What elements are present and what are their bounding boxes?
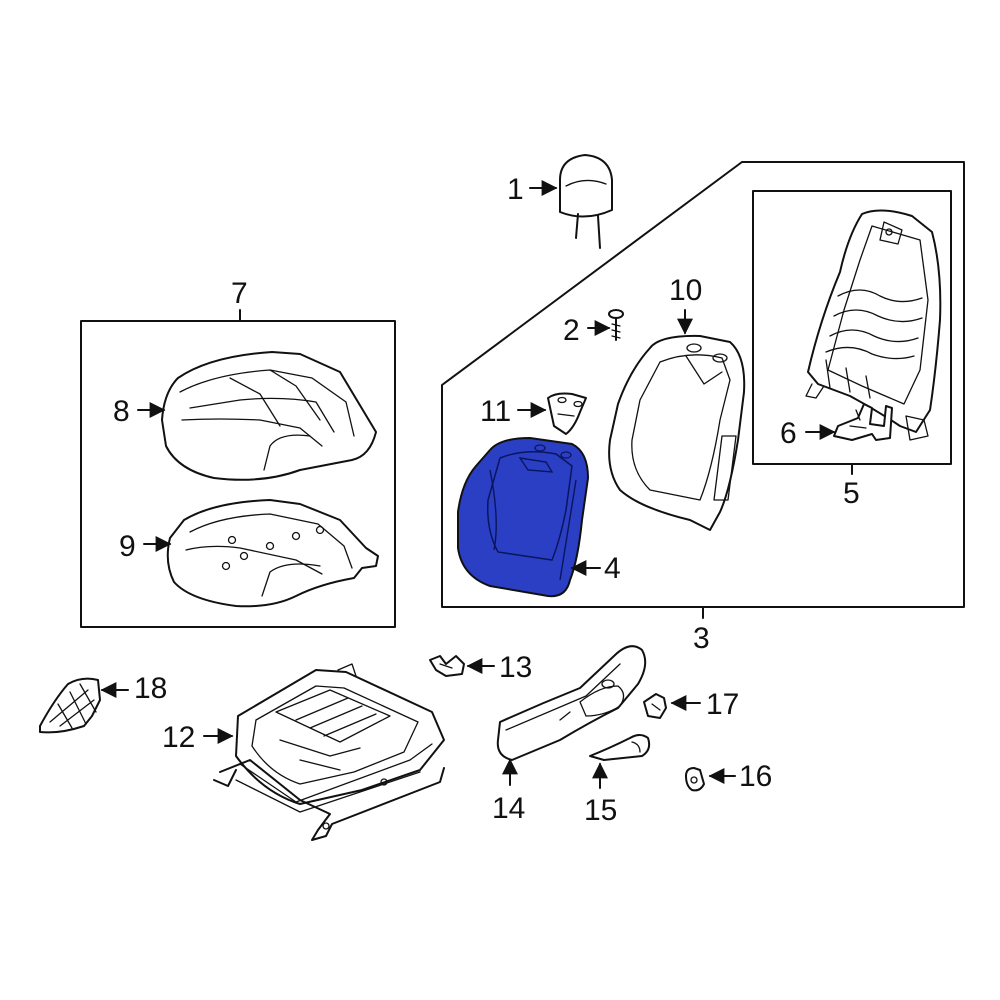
callout-18: 18	[134, 672, 167, 705]
callout-12: 12	[162, 721, 195, 754]
cover-part-17	[643, 693, 667, 719]
callout-4: 4	[604, 552, 621, 585]
clip-part-13	[429, 655, 465, 677]
headrest-guide-part	[547, 392, 587, 435]
seat-back-cover-part	[457, 436, 590, 598]
seat-back-pad-part	[608, 334, 746, 531]
group-box-3	[441, 161, 965, 608]
callout-3: 3	[693, 622, 710, 655]
callout-13: 13	[499, 651, 532, 684]
headrest-part	[559, 154, 613, 249]
callout-9: 9	[119, 530, 136, 563]
cushion-pad-part	[166, 499, 379, 608]
cushion-cover-part	[161, 351, 377, 481]
seat-track-part	[213, 663, 445, 841]
callout-5: 5	[843, 477, 860, 510]
callout-1: 1	[507, 173, 524, 206]
seat-back-frame-part	[805, 209, 942, 441]
callout-7: 7	[231, 277, 248, 310]
bracket-part-6	[833, 403, 893, 441]
callout-11: 11	[480, 395, 511, 428]
callout-14: 14	[492, 792, 525, 825]
lever-handle-part	[589, 734, 651, 761]
callout-8: 8	[113, 395, 130, 428]
callout-6: 6	[780, 417, 797, 450]
callout-15: 15	[584, 794, 617, 827]
side-cover-part-18	[39, 677, 101, 734]
callout-16: 16	[739, 760, 772, 793]
group-box-7	[80, 320, 396, 628]
screw-part	[608, 309, 624, 341]
callout-17: 17	[706, 688, 739, 721]
callout-10: 10	[669, 274, 702, 307]
knob-part-16	[685, 767, 705, 792]
callout-2: 2	[563, 314, 580, 347]
